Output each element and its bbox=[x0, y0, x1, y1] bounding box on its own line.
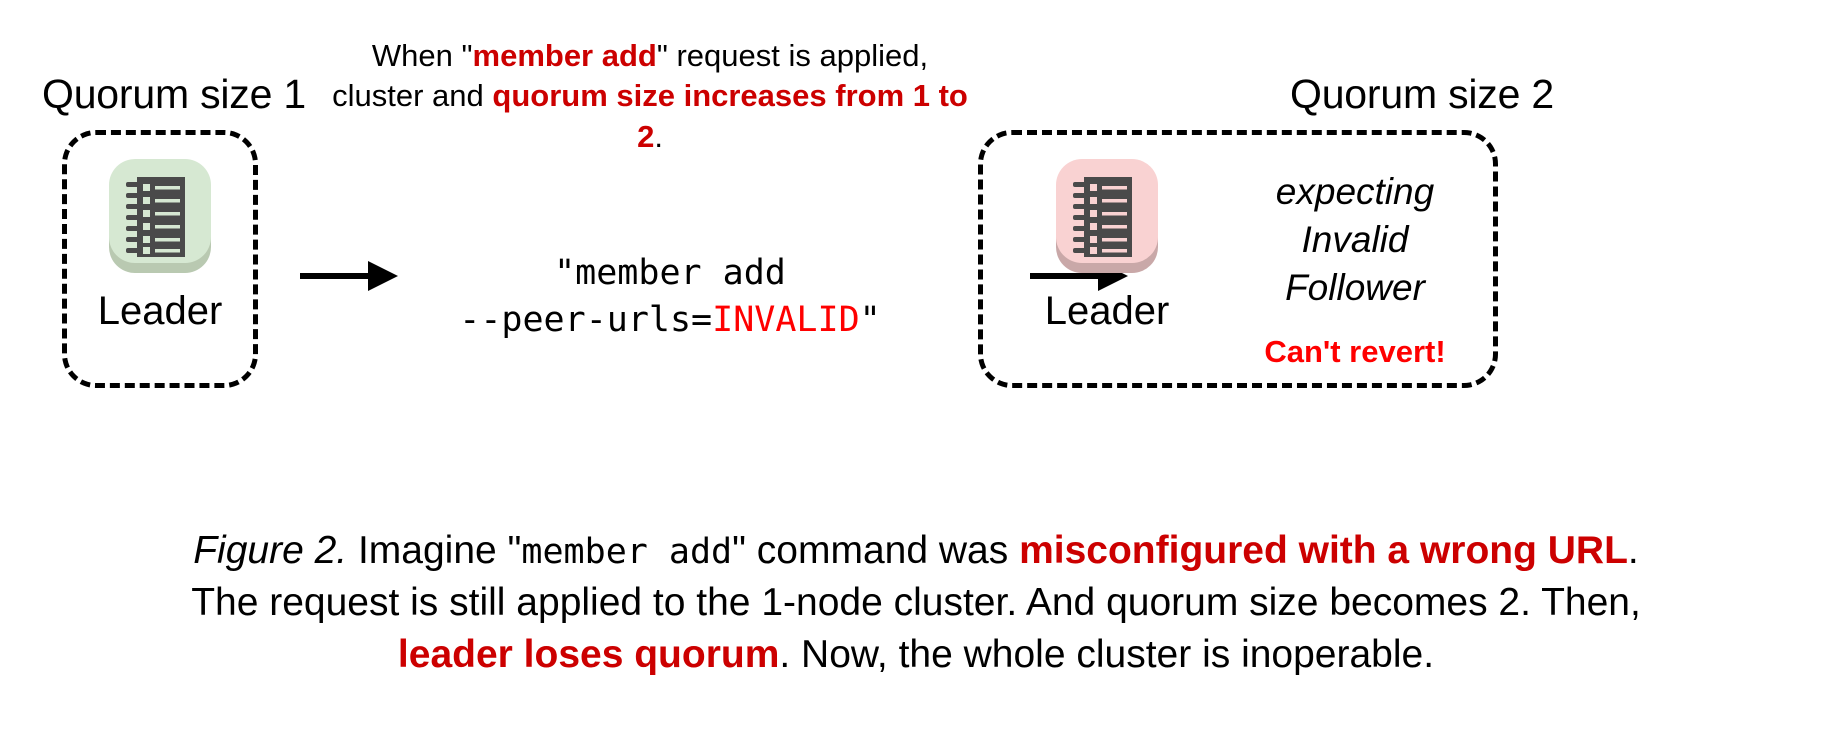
top-note-part2: " request is applied, cluster and bbox=[332, 38, 929, 114]
caption-line1-emphasis: misconfigured with a wrong URL bbox=[1019, 529, 1628, 572]
left-leader-node: Leader bbox=[85, 155, 235, 331]
caption-line3-emphasis: leader loses quorum bbox=[397, 632, 780, 676]
command-text: "member add --peer-urls=INVALID" bbox=[420, 250, 920, 344]
cannot-revert-warning: Can't revert! bbox=[1264, 334, 1446, 370]
top-note-part1: When " bbox=[371, 38, 473, 73]
command-invalid-token: INVALID bbox=[712, 299, 860, 340]
left-node-label: Leader bbox=[97, 289, 223, 333]
arrow-right-icon-left bbox=[300, 258, 400, 292]
top-annotation: When "member add" request is applied, cl… bbox=[330, 36, 970, 157]
figure-caption: Figure 2. Imagine "member add" command w… bbox=[60, 525, 1772, 681]
command-line-1: "member add bbox=[554, 253, 786, 293]
arrow-shaft bbox=[1030, 273, 1104, 279]
left-cluster-box bbox=[62, 130, 258, 388]
right-leader-node: Leader bbox=[1032, 155, 1182, 331]
command-line-2-prefix: --peer-urls= bbox=[459, 299, 713, 340]
right-node-icon-wrap bbox=[1052, 155, 1162, 275]
caption-line-2: The request is still applied to the 1-no… bbox=[191, 580, 1641, 624]
left-node-icon-wrap bbox=[105, 155, 215, 275]
caption-line-3: leader loses quorum. Now, the whole clus… bbox=[60, 629, 1772, 681]
caption-line1-a: Imagine " bbox=[347, 529, 522, 572]
right-node-label: Leader bbox=[1044, 289, 1170, 333]
ledger-icon bbox=[126, 177, 185, 257]
top-note-part3: . bbox=[654, 118, 663, 154]
caption-line1-mono: member add bbox=[521, 532, 733, 572]
caption-line1-c: . bbox=[1627, 529, 1639, 572]
arrow-head bbox=[368, 261, 398, 291]
caption-line1-b: " command was bbox=[732, 529, 1020, 572]
command-line-2: --peer-urls=INVALID" bbox=[420, 297, 920, 344]
status-line-3: Follower bbox=[1285, 267, 1425, 309]
right-cluster-box bbox=[978, 130, 1498, 388]
figure-label: Figure 2. bbox=[193, 529, 348, 572]
top-note-emphasis1: member add bbox=[472, 38, 657, 73]
right-cluster-title: Quorum size 2 bbox=[1290, 71, 1555, 117]
right-cluster-status: expecting Invalid Follower Can't revert! bbox=[1225, 168, 1485, 370]
status-line-2: Invalid bbox=[1301, 219, 1409, 261]
ledger-icon bbox=[1073, 177, 1132, 257]
command-line-2-suffix: " bbox=[859, 299, 881, 340]
caption-line-1: Figure 2. Imagine "member add" command w… bbox=[60, 525, 1772, 577]
arrow-shaft bbox=[300, 273, 374, 279]
top-note-emphasis2: quorum size increases from 1 to 2 bbox=[492, 78, 968, 154]
status-line-1: expecting bbox=[1275, 171, 1435, 212]
caption-line3-rest: . Now, the whole cluster is inoperable. bbox=[779, 632, 1435, 676]
left-cluster-title: Quorum size 1 bbox=[42, 71, 307, 117]
